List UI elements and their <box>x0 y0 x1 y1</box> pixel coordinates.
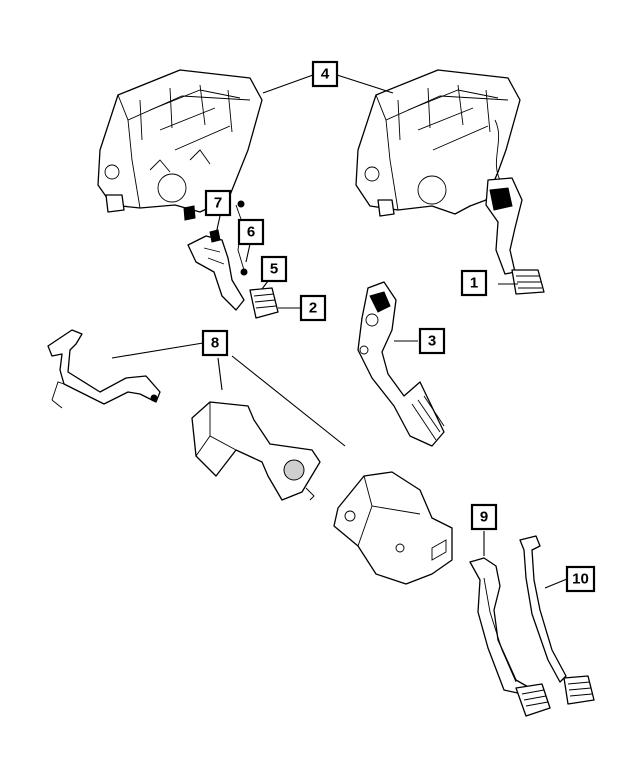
callout-10-label: 10 <box>572 571 589 588</box>
callout-3: 3 <box>418 327 446 355</box>
callout-7: 7 <box>204 189 232 217</box>
leader-5 <box>261 280 269 290</box>
callout-6-label: 6 <box>247 224 255 241</box>
accelerator-pedal-part-3-illustration <box>357 281 445 447</box>
leader-4-right <box>336 74 394 94</box>
callout-2: 2 <box>299 294 327 322</box>
leader-lines <box>111 74 568 589</box>
leader-6 <box>245 243 251 263</box>
callout-4: 4 <box>311 60 339 88</box>
pedal-bracket-right-illustration <box>355 69 521 217</box>
leader-8-right <box>231 355 346 447</box>
callout-5: 5 <box>260 255 288 283</box>
callout-1-label: 1 <box>470 275 478 292</box>
callout-6: 6 <box>237 218 265 246</box>
brake-pedal-part-1-illustration <box>485 177 545 295</box>
callout-1: 1 <box>460 269 488 297</box>
callout-10: 10 <box>565 565 596 593</box>
callout-2-label: 2 <box>309 300 317 317</box>
switch-bracket-illustration <box>187 200 279 319</box>
callout-9: 9 <box>470 503 498 531</box>
callout-5-label: 5 <box>270 261 278 278</box>
callout-4-label: 4 <box>321 66 330 83</box>
leader-10 <box>544 578 568 589</box>
callout-7-label: 7 <box>214 195 222 212</box>
leader-8-mid <box>217 357 223 391</box>
callout-3-label: 3 <box>428 333 436 350</box>
callout-9-label: 9 <box>480 509 488 526</box>
pedal-arms-part-9-10-illustration <box>469 535 595 717</box>
callout-8: 8 <box>201 329 229 357</box>
pedal-bracket-left-illustration <box>97 69 263 221</box>
leader-8-left <box>111 342 204 359</box>
leader-7 <box>215 215 221 235</box>
bracket-set-part-8-illustration <box>47 329 453 585</box>
leader-4-left <box>262 74 314 94</box>
callout-8-label: 8 <box>211 335 219 352</box>
